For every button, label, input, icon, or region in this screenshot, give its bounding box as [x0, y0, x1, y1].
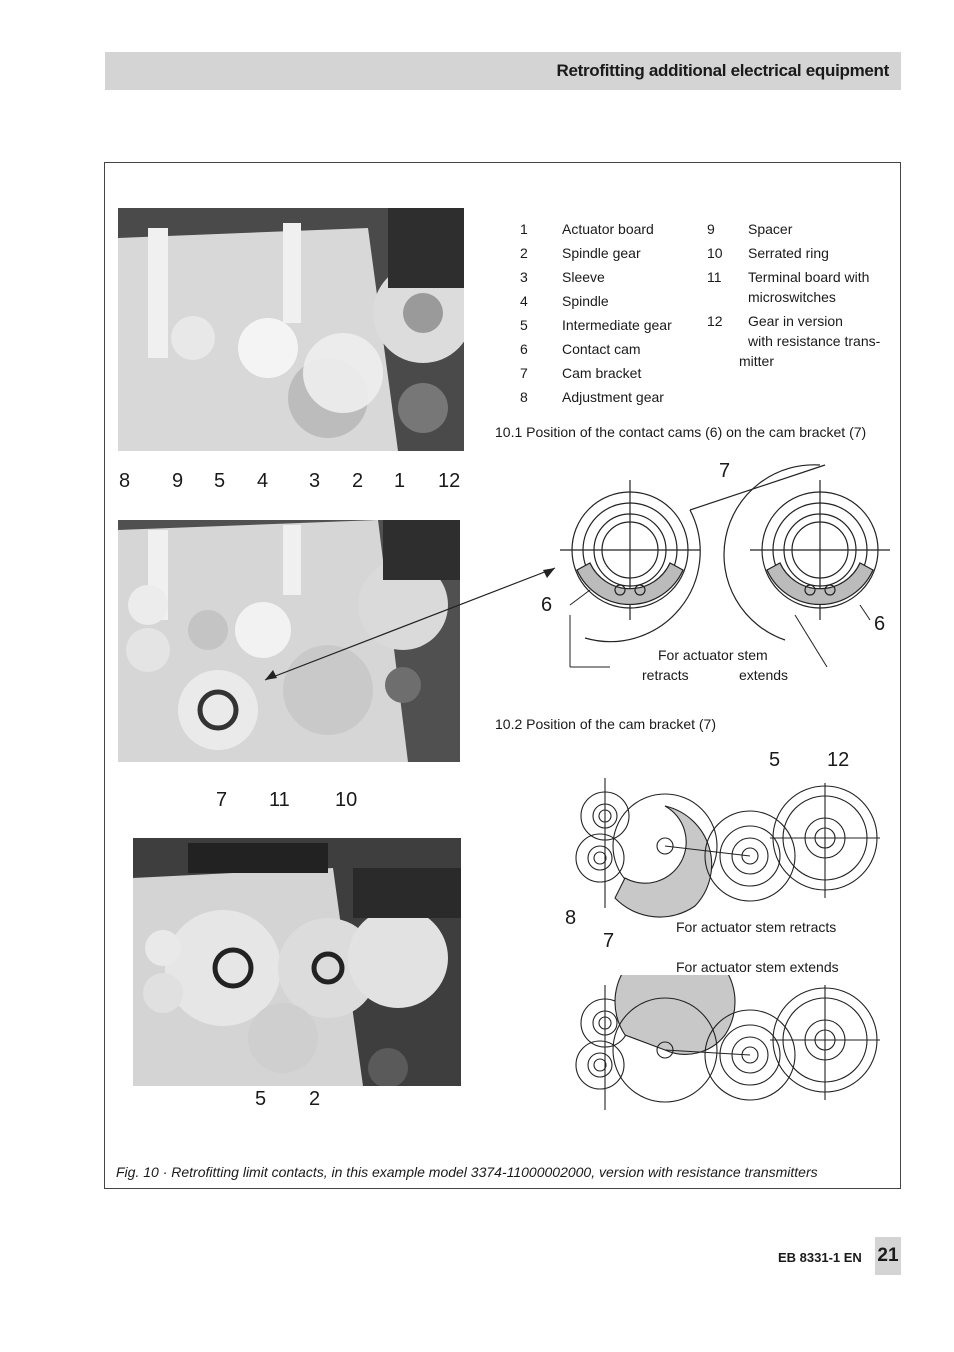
callout-4: 4 — [257, 470, 269, 492]
callout-8: 8 — [119, 470, 131, 492]
legend-num: 9 — [707, 221, 715, 237]
photo-1-drawing — [118, 208, 464, 451]
label-stem-extends: For actuator stem extends — [676, 959, 839, 975]
legend-text: Contact cam — [562, 341, 641, 357]
callout-6-right: 6 — [874, 613, 886, 635]
leader-lines — [569, 589, 871, 668]
page-number-box: 21 — [875, 1237, 901, 1275]
page-number: 21 — [877, 1245, 899, 1266]
legend-num: 6 — [520, 341, 528, 357]
cam-left-drawing — [560, 480, 701, 643]
callout-3: 3 — [309, 470, 321, 492]
legend-num: 11 — [707, 269, 722, 285]
callout-2: 2 — [352, 470, 364, 492]
legend-num: 2 — [520, 245, 528, 261]
photo-3-drawing — [133, 838, 461, 1086]
callout-9: 9 — [172, 470, 184, 492]
callout-7: 7 — [216, 789, 228, 811]
callout-7-cam: 7 — [719, 460, 731, 482]
legend-num: 12 — [707, 313, 723, 329]
callout-5-gear: 5 — [769, 749, 781, 771]
legend-num: 5 — [520, 317, 528, 333]
callout-5b: 5 — [255, 1088, 267, 1110]
callout-1: 1 — [394, 470, 406, 492]
legend-text: Actuator board — [562, 221, 654, 237]
section-10-2-title: 10.2 Position of the cam bracket (7) — [495, 716, 716, 732]
figure-caption: Fig. 10 · Retrofitting limit contacts, i… — [116, 1164, 818, 1180]
legend-text: Terminal board with — [748, 269, 870, 285]
callout-12-gear: 12 — [827, 749, 850, 771]
legend-text: mitter — [739, 353, 774, 369]
legend-text: Spacer — [748, 221, 793, 237]
photo-2-drawing — [118, 520, 460, 762]
legend-text: Sleeve — [562, 269, 605, 285]
header-bar: Retrofitting additional electrical equip… — [105, 52, 901, 90]
callout-7-gear: 7 — [603, 930, 615, 952]
cam-right-drawing — [689, 464, 890, 641]
legend-num: 10 — [707, 245, 723, 261]
label-retracts: retracts — [642, 667, 689, 683]
callout-2b: 2 — [309, 1088, 321, 1110]
callout-11: 11 — [269, 789, 290, 811]
gear-train-diagram-retracts — [575, 778, 880, 918]
legend-num: 4 — [520, 293, 528, 309]
legend-text: with resistance trans- — [748, 333, 881, 349]
gear-train-diagram-extends — [575, 975, 880, 1110]
legend-text: Cam bracket — [562, 365, 642, 381]
callout-8-gear: 8 — [565, 907, 577, 929]
label-stem-retracts: For actuator stem retracts — [676, 919, 837, 935]
legend-num: 7 — [520, 365, 528, 381]
legend-text: Intermediate gear — [562, 317, 672, 333]
document-code: EB 8331-1 EN — [778, 1250, 862, 1265]
callout-12: 12 — [438, 470, 461, 492]
legend-text: Serrated ring — [748, 245, 829, 261]
section-10-1-title: 10.1 Position of the contact cams (6) on… — [495, 424, 867, 440]
legend-text: Adjustment gear — [562, 389, 664, 405]
pointer-arrow — [264, 567, 556, 681]
callout-10: 10 — [335, 789, 358, 811]
figure-frame — [104, 162, 901, 1189]
callout-6-left: 6 — [541, 594, 553, 616]
photo-cam-bracket — [133, 838, 461, 1086]
legend-text: Spindle gear — [562, 245, 641, 261]
legend-text: Spindle — [562, 293, 609, 309]
photo-gears-detail — [118, 520, 460, 762]
legend-num: 1 — [520, 221, 528, 237]
callout-5: 5 — [214, 470, 226, 492]
legend-text: Gear in version — [748, 313, 843, 329]
section-title: Retrofitting additional electrical equip… — [556, 61, 889, 80]
contact-cam-diagram — [560, 464, 890, 668]
legend-text: microswitches — [748, 289, 836, 305]
legend-num: 8 — [520, 389, 528, 405]
photo-actuator-overview — [118, 208, 464, 451]
label-for-actuator-stem: For actuator stem — [658, 647, 768, 663]
label-extends: extends — [739, 667, 789, 683]
legend-num: 3 — [520, 269, 528, 285]
